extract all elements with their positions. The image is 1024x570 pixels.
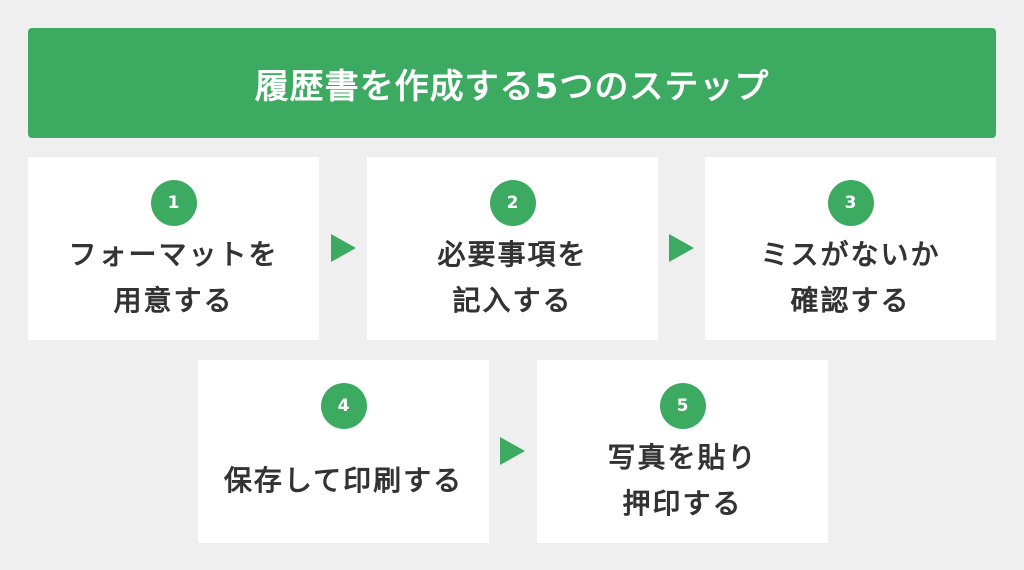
- step-label-line: 確認する: [790, 283, 911, 317]
- step-label: フォーマットを 用意する: [28, 237, 319, 318]
- step-number-badge: 3: [827, 180, 874, 226]
- page-title: 履歴書を作成する5つのステップ: [254, 66, 770, 107]
- step-card-4: 4 保存して印刷する: [198, 360, 489, 543]
- step-label-line: ミスがないか: [760, 237, 941, 271]
- title-banner: 履歴書を作成する5つのステップ: [28, 28, 996, 138]
- step-label: ミスがないか 確認する: [705, 237, 996, 318]
- step-card-2: 2 必要事項を 記入する: [367, 157, 658, 340]
- step-label-line: フォーマットを: [68, 237, 279, 271]
- step-label-line: 記入する: [452, 283, 573, 317]
- step-card-5: 5 写真を貼り 押印する: [537, 360, 828, 543]
- step-card-3: 3 ミスがないか 確認する: [705, 157, 996, 340]
- step-label-line: 用意する: [113, 283, 234, 317]
- arrow-right-icon: [331, 234, 356, 262]
- step-number-badge: 5: [659, 383, 706, 429]
- step-number-badge: 4: [320, 383, 367, 429]
- arrow-right-icon: [500, 437, 525, 465]
- step-label: 写真を貼り 押印する: [537, 440, 828, 521]
- arrow-right-icon: [669, 234, 694, 262]
- step-label: 保存して印刷する: [198, 440, 489, 521]
- step-number-badge: 2: [489, 180, 536, 226]
- step-label-line: 押印する: [622, 486, 743, 520]
- step-label-line: 写真を貼り: [607, 440, 758, 474]
- step-card-1: 1 フォーマットを 用意する: [28, 157, 319, 340]
- step-label: 必要事項を 記入する: [367, 237, 658, 318]
- step-label-line: 必要事項を: [437, 237, 588, 271]
- step-label-line: 保存して印刷する: [223, 463, 464, 497]
- step-number-badge: 1: [150, 180, 197, 226]
